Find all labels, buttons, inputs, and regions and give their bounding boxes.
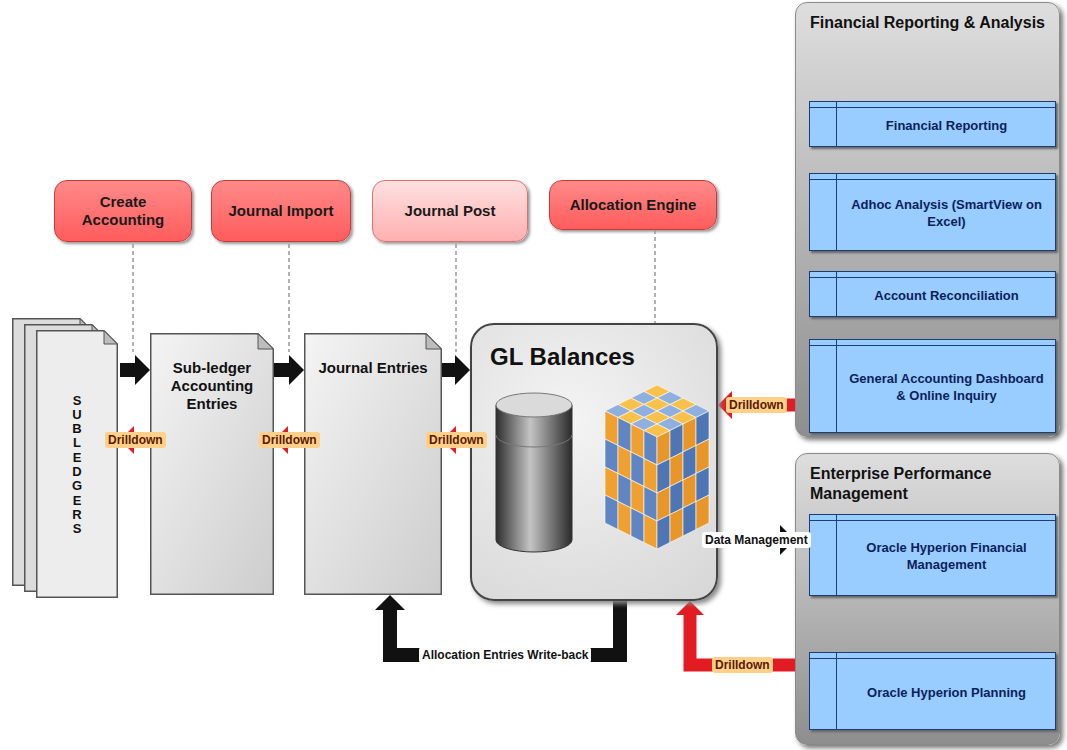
document-stack: SUBLEDGERS: [12, 318, 120, 600]
leader-connector: [655, 230, 656, 323]
module-box: Adhoc Analysis (SmartView on Excel): [809, 173, 1056, 251]
arrow-head: [289, 355, 304, 385]
node-label: SUBLEDGERS: [71, 394, 84, 537]
drilldown-arrow: [676, 601, 795, 665]
flow-arrow: [375, 595, 620, 655]
flow-arrow: [274, 355, 304, 385]
module-box: Account Reconciliation: [809, 271, 1056, 317]
node-label: Journal Import: [228, 202, 333, 220]
module-box: Oracle Hyperion Planning: [809, 652, 1056, 730]
edge-label: Drilldown: [259, 432, 320, 448]
panel-title: Enterprise Performance Management: [796, 454, 1059, 504]
node-label: Adhoc Analysis (SmartView on Excel): [844, 197, 1049, 231]
node-label: Allocation Engine: [570, 196, 697, 214]
page-body: [151, 334, 274, 595]
node-label: Journal Entries: [318, 359, 427, 377]
connector-line: [120, 363, 136, 377]
cube-cell: [618, 502, 631, 537]
edge-label: Data Management: [702, 532, 811, 548]
cube-cell: [670, 508, 683, 543]
node-label: GL Balances: [490, 343, 698, 371]
group-panel: Enterprise Performance ManagementOracle …: [795, 453, 1060, 745]
document-box: Journal Entries: [304, 333, 442, 595]
leader-line: [455, 244, 457, 352]
cylinder-top: [496, 393, 572, 417]
edge-label: Drilldown: [105, 432, 166, 448]
page-body: [305, 334, 442, 595]
module-box: General Accounting Dashboard & Online In…: [809, 339, 1056, 433]
node-label: Create Accounting: [63, 193, 183, 229]
module-box: Financial Reporting: [809, 101, 1056, 147]
node-label: Account Reconciliation: [874, 288, 1018, 305]
page-fold: [104, 331, 117, 344]
arrow-head: [676, 601, 704, 615]
cube-cell: [657, 515, 670, 550]
edge-label: Allocation Entries Write-back: [419, 647, 591, 663]
process-step: Allocation Engine: [549, 180, 717, 230]
document-box: Sub-ledger Accounting Entries: [150, 333, 274, 595]
drilldown-arrow: [718, 391, 795, 419]
edge-label: Drilldown: [726, 397, 787, 413]
cube-cell: [644, 515, 657, 550]
arrow-head: [135, 355, 150, 385]
flow-arrow: [442, 355, 470, 385]
cube-cell: [683, 502, 696, 537]
node-label: Oracle Hyperion Planning: [867, 685, 1026, 702]
cube-cell: [605, 495, 618, 530]
edge-label: Drilldown: [426, 432, 487, 448]
arrow-head: [375, 595, 405, 610]
cylinder-ring: [496, 435, 572, 447]
node-label: Oracle Hyperion Financial Management: [844, 540, 1049, 574]
group-panel: Financial Reporting & AnalysisFinancial …: [795, 2, 1060, 437]
cube-cell: [696, 495, 709, 530]
database-cylinder: [496, 405, 572, 552]
page-body: [37, 331, 118, 598]
page-fold: [258, 334, 273, 349]
stack-outline: [12, 318, 120, 600]
node-label: Journal Post: [405, 202, 496, 220]
connector-line: [654, 230, 656, 323]
node-label: General Accounting Dashboard & Online In…: [844, 371, 1049, 405]
module-box: Oracle Hyperion Financial Management: [809, 514, 1056, 596]
edge-label: Drilldown: [712, 657, 773, 673]
arrow-head: [455, 355, 470, 385]
page-fold: [426, 334, 441, 349]
process-step: Journal Post: [372, 180, 528, 242]
flow-arrow: [120, 355, 150, 385]
process-step: Create Accounting: [54, 180, 192, 242]
process-step: Journal Import: [211, 180, 351, 242]
leader-line: [132, 244, 134, 352]
balances-box: GL Balances: [470, 323, 718, 601]
cube-cell: [631, 508, 644, 543]
stack-page: [37, 331, 118, 598]
connector-line: [274, 363, 290, 377]
leader-line: [288, 244, 290, 352]
node-label: Sub-ledger Accounting Entries: [158, 359, 266, 413]
connector-line: [442, 363, 456, 377]
node-label: Financial Reporting: [886, 118, 1007, 135]
panel-title: Financial Reporting & Analysis: [796, 3, 1059, 33]
